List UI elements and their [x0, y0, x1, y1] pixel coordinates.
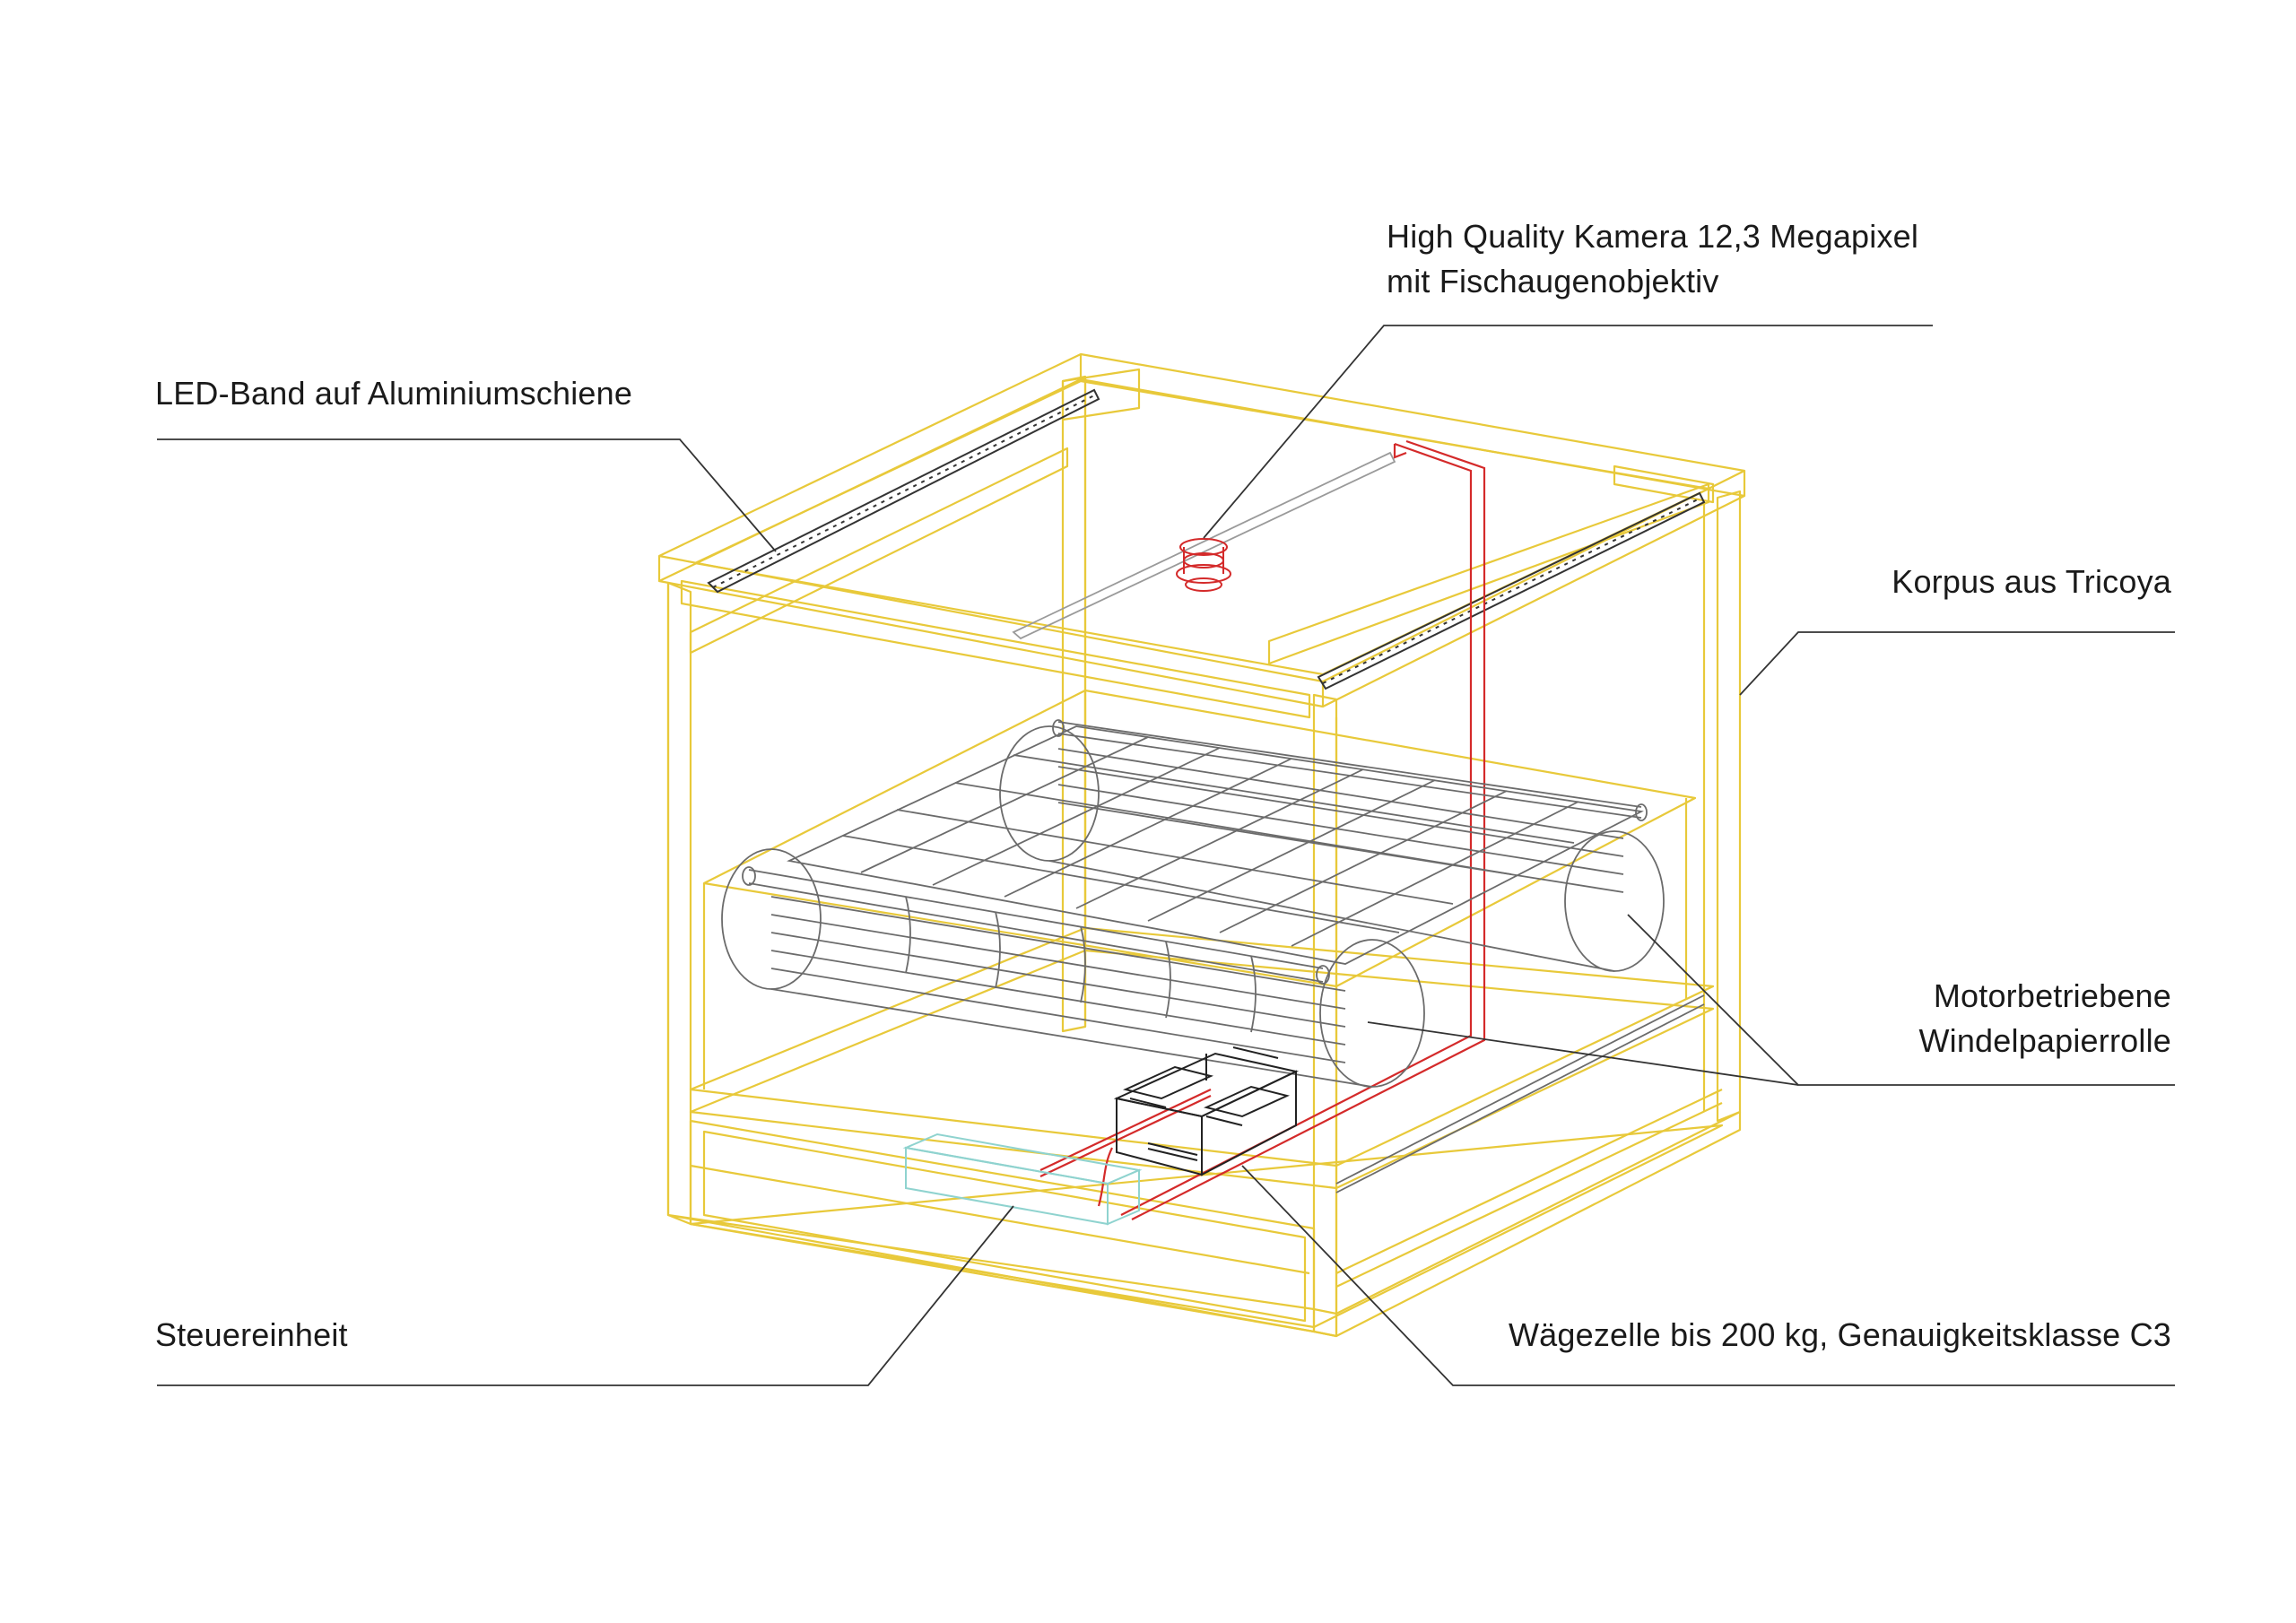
label-load-cell: Wägezelle bis 200 kg, Genauigkeitsklasse… — [1509, 1313, 2171, 1358]
label-korpus: Korpus aus Tricoya — [1892, 560, 2171, 604]
load-cell — [1113, 1046, 1300, 1176]
label-motor-roll: Motorbetriebene Windelpapierrolle — [1918, 974, 2171, 1063]
led-strip-left — [707, 388, 1100, 594]
label-korpus-text: Korpus aus Tricoya — [1892, 563, 2171, 600]
paper-roll-mechanism — [721, 719, 1705, 1193]
leader-camera — [1203, 325, 1933, 539]
label-led-strip: LED-Band auf Aluminiumschiene — [155, 371, 632, 416]
label-steuer-text: Steuereinheit — [155, 1316, 348, 1353]
label-waege-text: Wägezelle bis 200 kg, Genauigkeitsklasse… — [1509, 1316, 2171, 1353]
label-camera-line-2: mit Fischaugenobjektiv — [1387, 263, 1719, 299]
label-motor-line-1: Motorbetriebene — [1933, 977, 2171, 1014]
label-control-unit: Steuereinheit — [155, 1313, 348, 1358]
leader-lines — [157, 325, 2175, 1386]
label-led-text: LED-Band auf Aluminiumschiene — [155, 375, 633, 412]
camera-icon — [1176, 538, 1231, 592]
leader-korpus — [1739, 631, 2175, 696]
leader-waege — [1241, 1165, 2175, 1386]
cabinet-body — [657, 352, 1746, 1338]
led-strip-right — [1317, 491, 1706, 690]
label-camera: High Quality Kamera 12,3 Megapixel mit F… — [1387, 214, 1918, 304]
leader-led — [157, 438, 777, 552]
cable-line — [1039, 439, 1486, 1220]
label-camera-line-1: High Quality Kamera 12,3 Megapixel — [1387, 218, 1919, 255]
leader-steuer — [157, 1205, 1014, 1386]
camera-rail — [1012, 451, 1396, 640]
label-motor-line-2: Windelpapierrolle — [1918, 1022, 2171, 1059]
control-unit — [902, 1133, 1143, 1226]
